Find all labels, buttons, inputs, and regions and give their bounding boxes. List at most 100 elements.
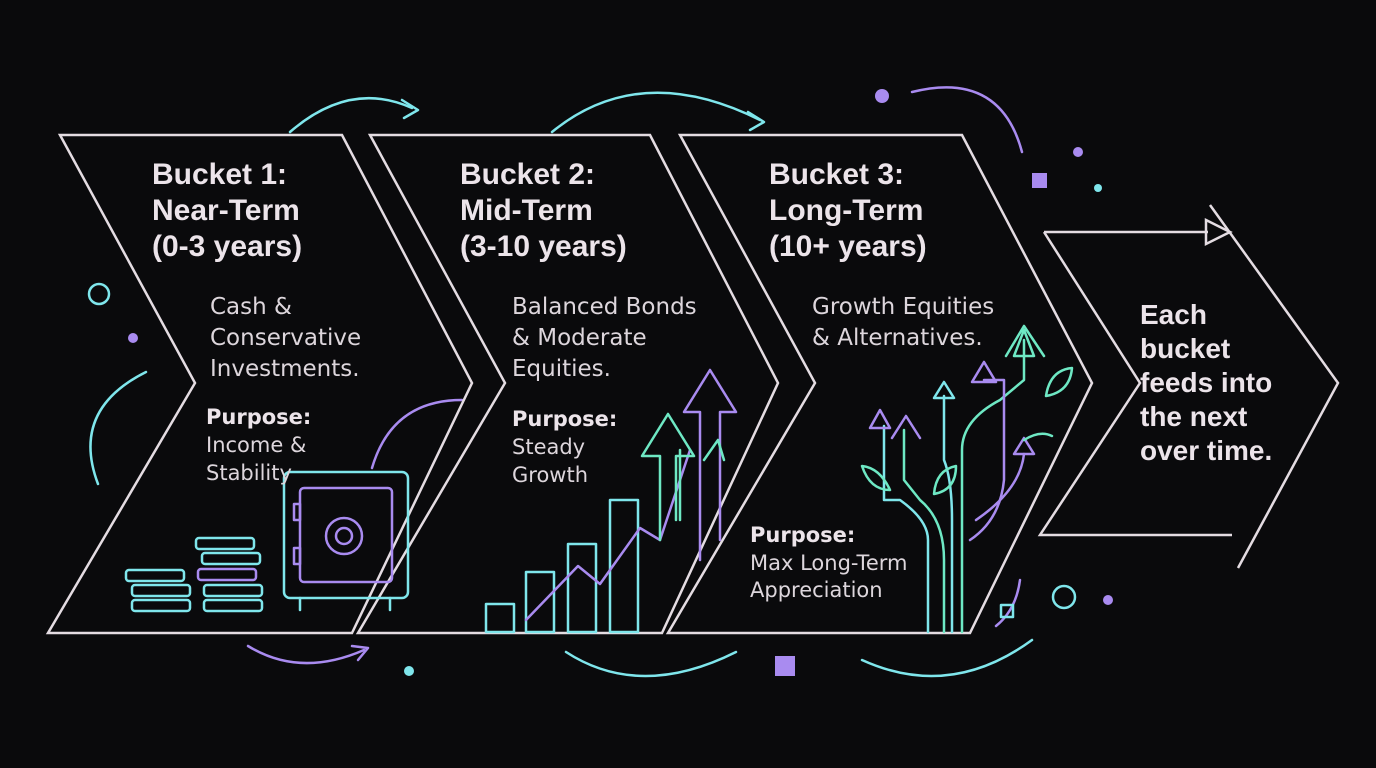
arrow-up-icon <box>970 360 998 384</box>
bucket-3-title-line-1: Bucket 3: <box>769 158 904 191</box>
decorative-elements <box>87 86 1113 678</box>
bucket-2-title-line-1: Bucket 2: <box>460 158 595 191</box>
safe-door <box>298 486 394 584</box>
decor-dot <box>1103 595 1113 605</box>
arrow-up-icon <box>1012 436 1036 456</box>
arrow-up-icon <box>1004 324 1046 358</box>
leaf-icon <box>932 464 958 496</box>
safe-dial-center <box>334 526 354 546</box>
bucket-2-title-line-3: (3-10 years) <box>460 230 627 263</box>
chevron-outlines <box>45 133 1340 635</box>
decor-arc-top-right <box>910 86 1024 154</box>
leaf-icon <box>1044 366 1074 398</box>
safe-foot <box>298 596 392 612</box>
decor-arc-bottom-4 <box>994 578 1022 628</box>
decor-arc-mid-left <box>370 398 464 470</box>
bucket-1-content: Bucket 1: Near-Term (0-3 years) Cash & C… <box>152 158 361 485</box>
bar <box>566 542 598 634</box>
leaf-icon <box>860 464 892 492</box>
tree-branch <box>968 378 1006 542</box>
arrow-up-icon <box>678 438 726 522</box>
final-line-4: the next <box>1140 401 1247 432</box>
decor-dot <box>404 666 414 676</box>
final-line-5: over time. <box>1140 435 1272 466</box>
decor-ring <box>87 282 111 306</box>
arrow-head-icon <box>400 98 420 120</box>
bucket-2-purpose-line-1: Steady <box>512 435 585 459</box>
bucket-2-chevron <box>355 133 780 635</box>
arrow-up-icon <box>640 412 696 542</box>
connector-arc-bottom-1 <box>246 644 366 665</box>
connector-arc-top-1 <box>288 96 414 134</box>
bucket-1-description-line-3: Investments. <box>210 356 360 382</box>
decor-arc-bottom-2 <box>564 650 738 678</box>
decor-dot <box>128 333 138 343</box>
bucket-3-purpose-label: Purpose: <box>750 523 855 547</box>
bucket-1-description-line-2: Conservative <box>210 325 361 351</box>
bar <box>608 498 640 634</box>
bucket-3-purpose-line-2: Appreciation <box>750 578 883 602</box>
arrow-head-icon <box>350 644 370 662</box>
bucket-2-title-line-2: Mid-Term <box>460 194 593 227</box>
decor-dot <box>1073 147 1083 157</box>
arrow-right-icon <box>1204 217 1233 247</box>
bar <box>524 570 556 634</box>
bucket-1-purpose-label: Purpose: <box>206 405 311 429</box>
bucket-3-description-line-2: & Alternatives. <box>812 325 983 351</box>
decor-square-outline <box>999 603 1015 619</box>
growth-tree-arrows-icon <box>860 324 1074 634</box>
bucket-2-description-line-1: Balanced Bonds <box>512 294 697 320</box>
connector-arc-top-2 <box>550 91 762 134</box>
final-message: Each bucket feeds into the next over tim… <box>1140 299 1272 466</box>
bucket-3-description-line-1: Growth Equities <box>812 294 994 320</box>
decor-square <box>1032 173 1047 188</box>
leaf-icon <box>1022 432 1054 442</box>
bucket-3-chevron <box>665 133 1094 635</box>
bucket-2-description-line-3: Equities. <box>512 356 611 382</box>
safe-hinge <box>292 502 302 522</box>
bucket-2-purpose-label: Purpose: <box>512 407 617 431</box>
bucket-2-purpose-line-2: Growth <box>512 463 588 487</box>
arrow-up-icon <box>682 368 738 562</box>
bucket-1-title-line-3: (0-3 years) <box>152 230 302 263</box>
bucket-2-description-line-2: & Moderate <box>512 325 647 351</box>
final-arrow-outline <box>1037 204 1340 569</box>
arrow-up-icon <box>932 380 956 400</box>
decor-arc-left <box>89 370 148 486</box>
bucket-1-chevron <box>45 133 474 635</box>
bucket-1-title-line-1: Bucket 1: <box>152 158 287 191</box>
safe-body <box>282 470 410 600</box>
final-line-3: feeds into <box>1140 367 1272 398</box>
arrow-up-icon <box>890 414 922 440</box>
final-line-1: Each <box>1140 299 1207 330</box>
bucket-1-purpose-line-1: Income & <box>206 433 306 457</box>
decor-square <box>775 656 795 676</box>
coin-stack-left <box>124 568 192 613</box>
bar <box>484 602 516 634</box>
decor-dot <box>1094 184 1102 192</box>
tree-branch <box>974 452 1026 522</box>
final-line-2: bucket <box>1140 333 1230 364</box>
rising-bar-chart-arrows-icon <box>484 368 738 634</box>
safe-and-coin-stacks-icon <box>124 470 410 613</box>
bucket-3-purpose-line-1: Max Long-Term <box>750 551 907 575</box>
bucket-1-title-line-2: Near-Term <box>152 194 300 227</box>
bucket-3-title-line-3: (10+ years) <box>769 230 927 263</box>
bucket-1-description-line-1: Cash & <box>210 294 292 320</box>
safe-hinge <box>292 546 302 566</box>
bucket-3-content: Bucket 3: Long-Term (10+ years) Growth E… <box>750 158 994 602</box>
coin-stack-right <box>194 536 264 613</box>
tree-trunk <box>902 428 946 634</box>
tree-trunk <box>960 338 1026 634</box>
bucket-1-purpose-line-2: Stability <box>206 461 292 485</box>
bucket-2-content: Bucket 2: Mid-Term (3-10 years) Balanced… <box>460 158 697 487</box>
decor-dot <box>875 89 889 103</box>
safe-dial <box>324 516 364 556</box>
decor-ring <box>1051 584 1077 610</box>
trend-line <box>524 448 692 622</box>
decor-arc-bottom-3 <box>860 638 1034 678</box>
tree-branch <box>882 424 930 634</box>
arrow-head-icon <box>746 110 766 132</box>
arrow-up-icon <box>868 408 892 430</box>
